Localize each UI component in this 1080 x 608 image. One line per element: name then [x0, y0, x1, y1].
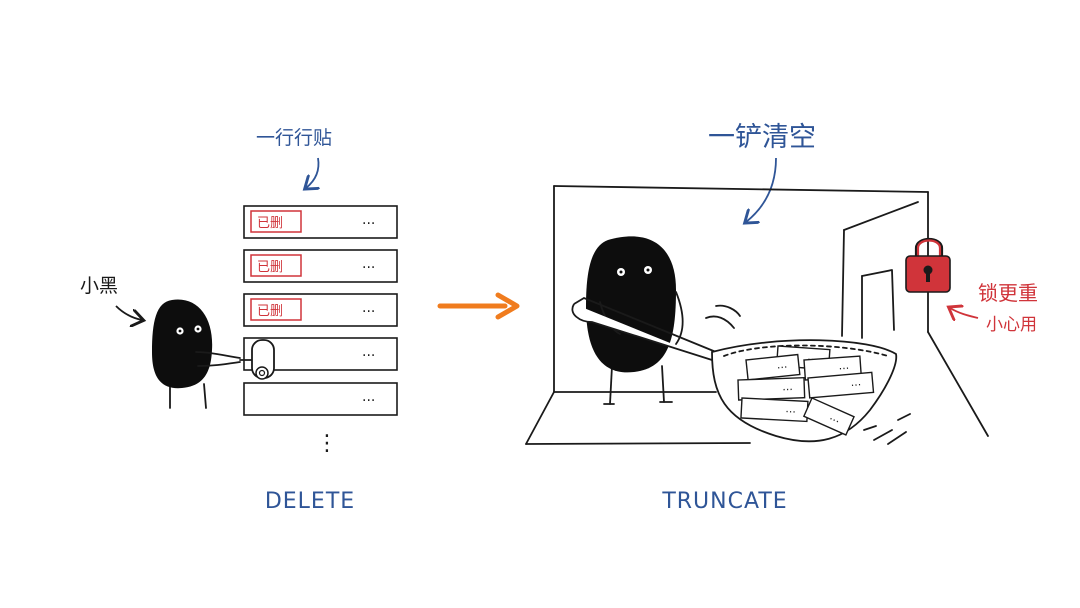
row-card: ··· — [740, 397, 809, 423]
annotation-arrow-icon — [306, 157, 319, 188]
svg-text:···: ··· — [785, 405, 796, 419]
table-row: 已删 ··· — [243, 205, 398, 239]
more-rows-indicator: ⋮ — [316, 431, 338, 456]
table-row: ··· — [243, 382, 398, 416]
svg-text:···: ··· — [362, 260, 375, 276]
lock-heavier-label: 锁更重 — [978, 281, 1038, 305]
room-outline — [525, 185, 989, 445]
svg-text:已删: 已删 — [257, 216, 283, 231]
deleted-stamp — [250, 210, 302, 233]
character-name-label: 小黑 — [80, 275, 118, 297]
row-card: ··· — [802, 397, 855, 436]
lock-pointer-icon — [950, 308, 979, 318]
table-row: 已删 ··· — [243, 249, 398, 283]
row-list: 已删 ··· 已删 ··· 已删 ··· ··· ··· — [243, 205, 398, 456]
row-card: ··· — [807, 371, 875, 399]
row-card: ··· — [737, 376, 806, 401]
truncate-panel: 一铲清空 锁更重 小心用 — [525, 122, 1038, 514]
annotation-arrow-icon — [746, 157, 777, 222]
svg-text:···: ··· — [362, 348, 375, 364]
character-with-shovel — [571, 236, 741, 405]
use-carefully-label: 小心用 — [986, 315, 1037, 335]
transition-arrow-icon — [437, 292, 520, 320]
svg-text:···: ··· — [827, 412, 842, 428]
motion-lines — [863, 413, 911, 445]
delete-panel: 一行行贴 小黑 已删 ··· 已删 ··· 已删 ··· — [80, 127, 398, 514]
svg-text:···: ··· — [362, 216, 375, 232]
svg-text:已删: 已删 — [257, 304, 283, 319]
lock-icon — [905, 237, 951, 293]
truncate-caption: TRUNCATE — [661, 489, 787, 514]
svg-text:···: ··· — [362, 304, 375, 320]
character-xiaohei — [152, 299, 275, 409]
row-cards: ··· ··· ··· ··· ··· ··· — [737, 345, 875, 436]
delete-caption: DELETE — [265, 489, 355, 514]
deleted-stamp — [250, 254, 302, 277]
svg-text:···: ··· — [776, 361, 788, 375]
svg-text:···: ··· — [362, 393, 375, 409]
character-pointer-icon — [115, 305, 142, 320]
svg-text:···: ··· — [850, 378, 862, 392]
svg-text:已删: 已删 — [257, 260, 283, 275]
row-by-row-annotation: 一行行贴 — [256, 127, 332, 149]
svg-text:···: ··· — [782, 383, 793, 396]
shovel-handle — [571, 303, 713, 361]
svg-text:···: ··· — [838, 362, 849, 376]
deleted-stamp — [250, 298, 302, 321]
clear-at-once-annotation: 一铲清空 — [708, 122, 816, 153]
row-card: ··· — [745, 353, 801, 381]
table-row: 已删 ··· — [243, 293, 398, 327]
